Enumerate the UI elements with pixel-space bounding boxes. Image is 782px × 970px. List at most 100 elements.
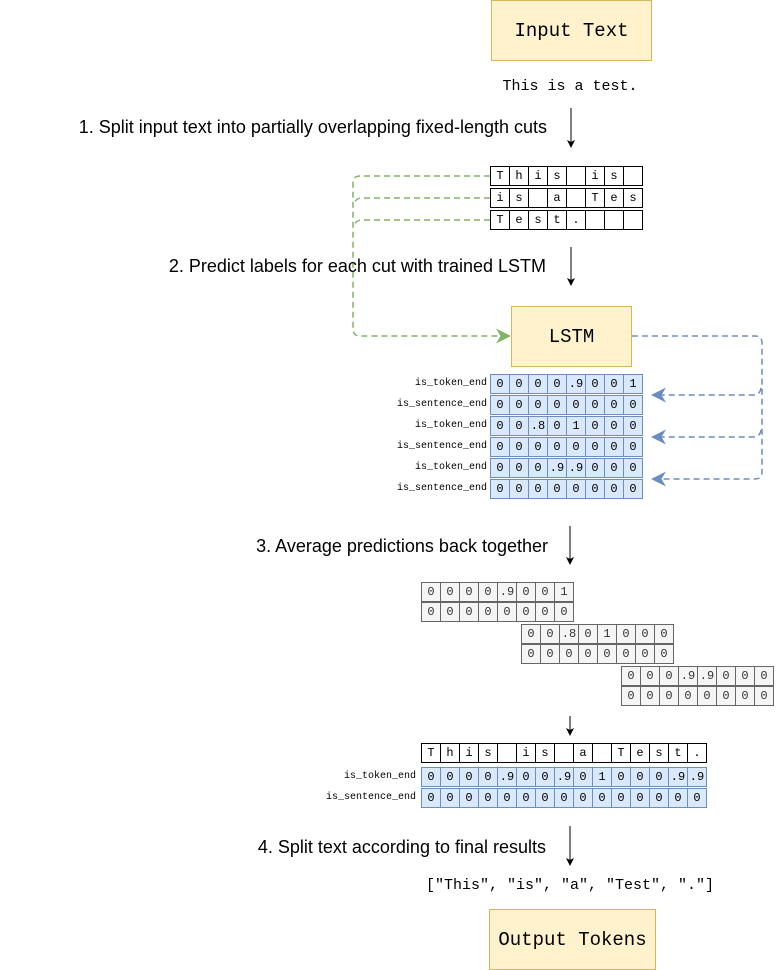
cell: 0 [490,479,510,499]
cell: e [509,210,529,230]
cell: 0 [649,767,669,787]
cell: 0 [623,395,643,415]
cell: 0 [635,644,655,664]
cell: 0 [578,644,598,664]
cell: 0 [490,416,510,436]
cell: 0 [559,644,579,664]
cell: 0 [604,437,624,457]
cell: 0 [421,767,441,787]
is-sentence-end-label: is_sentence_end [325,792,416,803]
cell: 0 [459,582,479,602]
cell: i [459,743,479,763]
cell: .9 [687,767,707,787]
cell: .9 [497,767,517,787]
cell: 0 [597,644,617,664]
cell: 0 [440,767,460,787]
cell: 0 [604,458,624,478]
cell: .8 [559,624,579,644]
cell: 0 [509,458,529,478]
cell: .8 [528,416,548,436]
cell: s [649,743,669,763]
cell: i [490,188,510,208]
cell: 0 [735,686,755,706]
cell [585,210,605,230]
cell: 0 [585,374,605,394]
cell: 0 [716,686,736,706]
cell: 0 [659,686,679,706]
cell: 0 [578,624,598,644]
cell [623,210,643,230]
cell: 0 [459,767,479,787]
cell: 0 [421,788,441,808]
cell: 0 [547,437,567,457]
cell: 0 [516,602,536,622]
cell: T [490,166,510,186]
cell: 0 [668,788,688,808]
blue-connector-pred2 [651,387,762,403]
is-sentence-end-label: is_sentence_end [396,441,487,452]
cell [528,188,548,208]
cell: 0 [566,437,586,457]
cell: 0 [654,644,674,664]
is-sentence-end-label: is_sentence_end [396,483,487,494]
cell: i [528,166,548,186]
cell: 0 [528,437,548,457]
cell: 0 [621,686,641,706]
cell: 0 [616,624,636,644]
cell: . [687,743,707,763]
is-token-end-label: is_token_end [414,462,487,473]
lstm-box: LSTM [511,306,632,367]
cell: 0 [687,788,707,808]
cell: i [585,166,605,186]
cell: 0 [535,767,555,787]
cell: 0 [490,458,510,478]
cell: 1 [566,416,586,436]
cell: 0 [516,788,536,808]
cell: 0 [535,602,555,622]
cell: 0 [566,395,586,415]
cell: 0 [716,666,736,686]
cell: 0 [490,374,510,394]
cell: s [623,188,643,208]
cell: 0 [585,479,605,499]
cell: .9 [678,666,698,686]
cell: 0 [509,374,529,394]
cell: 0 [521,644,541,664]
cell: 0 [509,437,529,457]
cell: 0 [630,767,650,787]
cell: 0 [490,395,510,415]
cell: T [611,743,631,763]
cell: 0 [604,395,624,415]
cell: 0 [459,602,479,622]
cell: 0 [535,582,555,602]
cell: t [668,743,688,763]
cell: T [490,210,510,230]
cell: 0 [635,624,655,644]
lstm-label: LSTM [548,325,595,348]
cell: 0 [616,644,636,664]
cell: 0 [535,788,555,808]
blue-connector-pred1 [632,335,763,487]
cell: .9 [566,374,586,394]
cell: 0 [585,395,605,415]
step-3-label: 3. Average predictions back together [256,536,548,556]
cell: .9 [697,666,717,686]
cell: s [509,188,529,208]
cell: 0 [754,686,774,706]
green-connector-cut3 [353,219,490,228]
cell: 0 [623,437,643,457]
cell [497,743,517,763]
cell: .9 [547,458,567,478]
cell: 0 [611,788,631,808]
cell: 0 [659,666,679,686]
cell: 1 [592,767,612,787]
cell: 0 [640,686,660,706]
